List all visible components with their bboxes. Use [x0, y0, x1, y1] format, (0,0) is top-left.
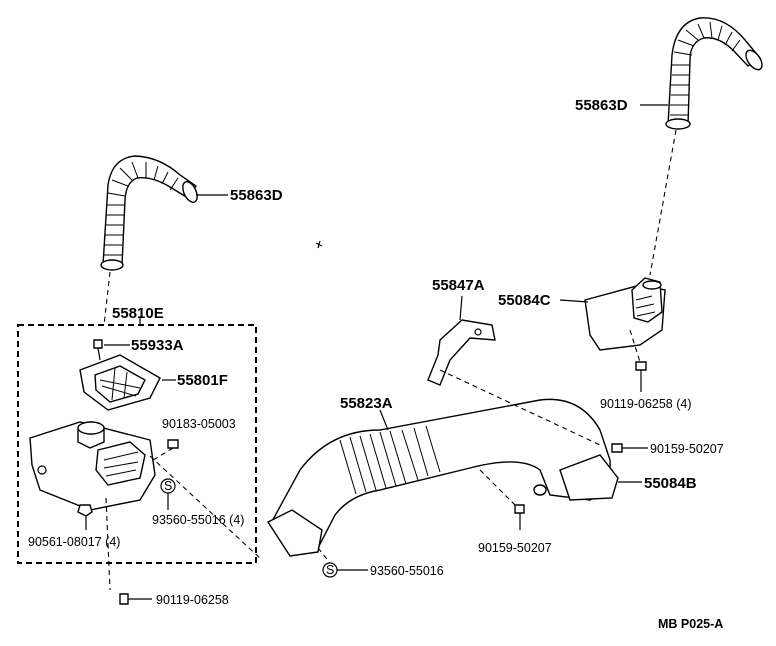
label-screw-90159-mid: 90159-50207: [478, 541, 552, 555]
assembly-box-55810e: [17, 324, 257, 564]
label-bolt-90119-right: 90119-06258 (4): [600, 397, 692, 411]
screw-55933a: [93, 339, 103, 361]
resonator-body: [29, 421, 156, 511]
bolt-90119-right: [629, 329, 647, 392]
label-grille-55801f: 55801F: [177, 372, 228, 389]
label-clip-93560-bottom: 93560-55016: [370, 564, 444, 578]
bolt-90183: [149, 439, 179, 463]
label-screw-55933a: 55933A: [131, 337, 184, 354]
label-duct-end-55084b: 55084B: [644, 475, 697, 492]
s-mark-symbol: S: [164, 479, 172, 493]
duct-55823a: [266, 398, 619, 557]
label-bolt-90183: 90183-05003: [162, 417, 236, 431]
bolt-90119-left: [105, 497, 152, 605]
nut-90561: [77, 504, 93, 530]
hose-top-right: [665, 17, 763, 130]
diagram-code: MB P025-A: [658, 617, 723, 631]
label-assembly-55810e: 55810E: [112, 305, 164, 322]
cover-55084c: [584, 277, 666, 351]
label-hose-top-right: 55863D: [575, 97, 628, 114]
label-duct-55823a: 55823A: [340, 395, 393, 412]
hose-left: [100, 155, 198, 271]
s-mark-symbol-bottom: S: [326, 563, 334, 577]
grille-55801f: [79, 354, 161, 411]
clip-93560-bottom: S: [317, 547, 368, 578]
label-hose-left: 55863D: [230, 187, 283, 204]
clip-93560-box: S: [160, 478, 176, 510]
label-screw-90159-right: 90159-50207: [650, 442, 724, 456]
label-clip-93560-box: 93560-55016 (4): [152, 513, 244, 527]
screw-90159-mid: [479, 469, 525, 530]
screw-90159-right: [611, 443, 648, 453]
label-nut-90561: 90561-08017 (4): [28, 535, 120, 549]
label-cover-55084c: 55084C: [498, 292, 551, 309]
bracket-55847a: [427, 319, 496, 386]
label-bracket-55847a: 55847A: [432, 277, 485, 294]
label-bolt-90119-left: 90119-06258: [156, 593, 229, 607]
